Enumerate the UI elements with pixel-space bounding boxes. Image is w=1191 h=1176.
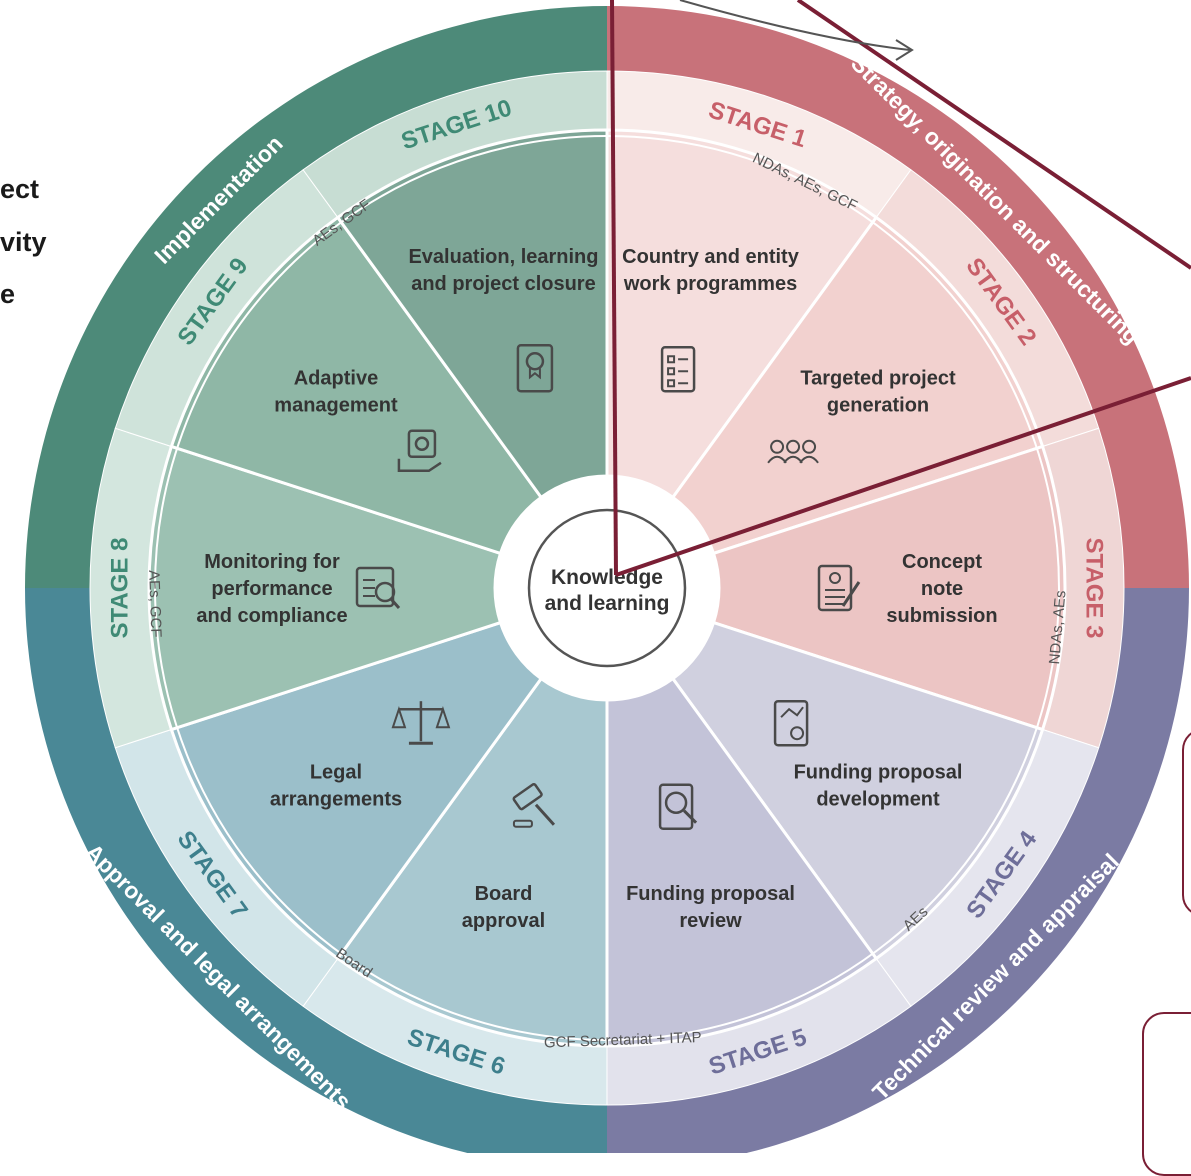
stage-title-5: Funding proposal review	[626, 883, 795, 932]
overlay-line-lower	[615, 376, 1191, 577]
checklist-icon	[660, 346, 696, 393]
stage-title-9: Adaptive management	[274, 368, 398, 417]
stage-title-line: Adaptive	[294, 368, 378, 390]
role-label-6: AEs, GCF	[145, 570, 164, 638]
scales-icon	[391, 701, 451, 745]
stage-title-line: and compliance	[196, 605, 347, 627]
side-text-1: ect	[0, 174, 40, 204]
stage-title-line: and project closure	[411, 273, 596, 295]
document-pen-icon	[817, 564, 861, 612]
stage-title-line: Targeted project	[800, 368, 956, 390]
stage-title-line: work programmes	[623, 273, 797, 295]
phase-ring-1	[607, 6, 1189, 588]
hand-gear-icon	[397, 429, 442, 473]
cycle-arrow-icon	[527, 508, 687, 668]
report-chart-icon	[773, 699, 809, 747]
role-label-2: NDAs, AEs	[1046, 590, 1069, 665]
stage-title-line: Legal	[310, 761, 362, 783]
gavel-icon	[512, 783, 556, 828]
overlay-line-vertical	[610, 0, 618, 576]
stage-title-7: Legal arrangements	[270, 761, 402, 810]
stage-title-line: note	[921, 578, 963, 600]
top-arrow-icon	[679, 0, 914, 61]
stage-title-4: Funding proposal development	[794, 761, 963, 810]
stage-title-line: Funding proposal	[794, 761, 963, 783]
stage-title-line: review	[679, 910, 742, 932]
stage-title-line: generation	[827, 395, 929, 417]
stage-title-line: management	[274, 395, 398, 417]
stage-title-line: submission	[886, 605, 997, 627]
center-title-line2: and learning	[545, 592, 670, 615]
stage-title-line: Country and entity	[622, 246, 800, 268]
review-magnifier-icon	[658, 783, 698, 830]
monitor-magnifier-icon	[355, 566, 401, 609]
stage-title-10: Evaluation, learning and project closure	[408, 246, 598, 295]
stage-title-2: Targeted project generation	[800, 368, 956, 417]
stage-title-line: Monitoring for	[204, 551, 340, 573]
stage-title-line: Funding proposal	[626, 883, 795, 905]
phase-ring-2	[607, 588, 1189, 1153]
stage-title-line: Evaluation, learning	[408, 246, 598, 268]
stage-label-3: STAGE 3	[1081, 538, 1108, 639]
stage-title-3: Concept note submission	[886, 551, 997, 627]
stage-title-8: Monitoring for performance and compliance	[196, 551, 347, 627]
side-text-3: e	[0, 279, 16, 309]
certificate-book-icon	[516, 344, 554, 393]
phase-ring-3	[25, 588, 607, 1153]
overlay-line-upper	[796, 0, 1191, 270]
stage-title-line: approval	[462, 910, 545, 932]
stage-title-line: Board	[475, 883, 533, 905]
stage-title-line: performance	[211, 578, 332, 600]
stage-title-6: Board approval	[462, 883, 545, 932]
stage-title-line: development	[816, 788, 940, 810]
stage-label-8: STAGE 8	[107, 538, 134, 639]
phase-ring-4	[25, 6, 607, 588]
side-text-2: vity	[0, 227, 47, 257]
role-ring-line	[154, 135, 1060, 1041]
stage-title-line: arrangements	[270, 788, 402, 810]
center-title-line1: Knowledge	[551, 566, 663, 589]
role-label-4: GCF Secretariat + ITAP	[544, 1029, 702, 1051]
stage-title-line: Concept	[902, 551, 982, 573]
team-gear-icon	[767, 439, 819, 464]
stage-title-1: Country and entity work programmes	[622, 246, 800, 295]
